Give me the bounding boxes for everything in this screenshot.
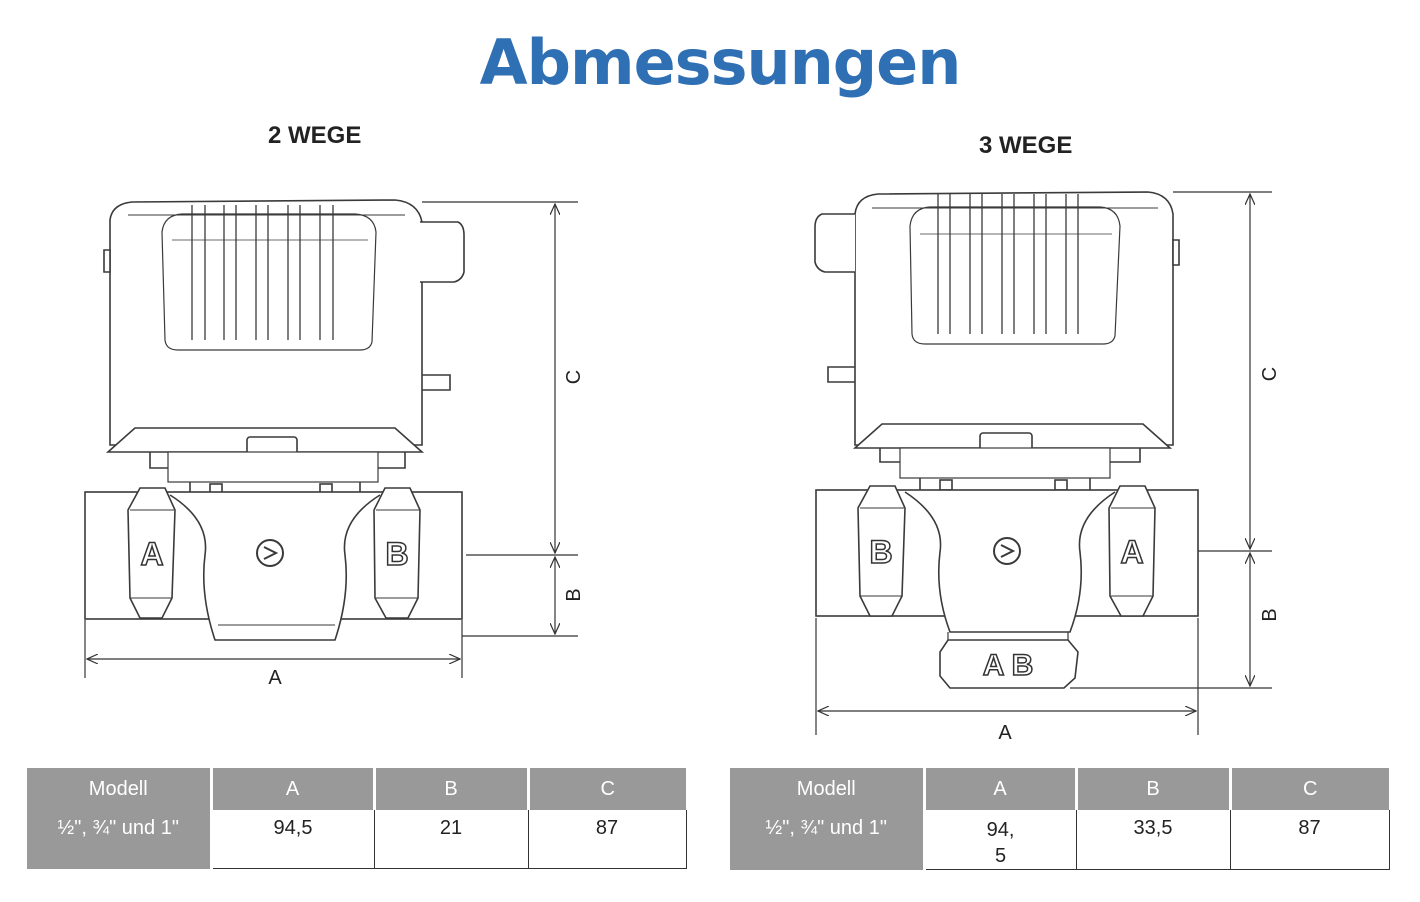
valve-2-way-drawing	[84, 199, 465, 641]
table-cell-model: ½", ¾" und 1"	[730, 810, 926, 870]
left-dim-c-label: C	[563, 370, 585, 384]
right-dimension-table: Modell A B C ½", ¾" und 1" 94, 5 33,5 87	[730, 768, 1390, 870]
right-port-a-label: A	[1120, 534, 1143, 570]
column-header: B	[1076, 768, 1232, 810]
table-cell-c: 87	[1230, 810, 1390, 870]
table-cell-a: 94,5	[211, 810, 375, 869]
left-dimension-table: Modell A B C ½", ¾" und 1" 94,5 21 87	[27, 768, 687, 869]
column-header: Modell	[27, 768, 213, 810]
left-dimension-lines	[84, 201, 578, 678]
left-port-a-label: A	[140, 536, 163, 572]
right-subtitle: 3 WEGE	[979, 132, 1073, 159]
left-dim-a-label: A	[268, 667, 282, 689]
right-dimension-lines	[815, 191, 1272, 735]
table-cell-model: ½", ¾" und 1"	[27, 810, 213, 869]
page-title: Abmessungen	[479, 26, 962, 99]
right-port-ab-label: A B	[983, 649, 1034, 682]
column-header: A	[924, 768, 1078, 810]
table-header-row: Modell A B C	[730, 768, 1389, 810]
left-dim-b-label: B	[563, 588, 585, 601]
table-row: ½", ¾" und 1" 94,5 21 87	[27, 810, 687, 869]
left-port-b-label: B	[385, 536, 408, 572]
left-subtitle: 2 WEGE	[268, 122, 362, 149]
table-cell-b: 21	[374, 810, 529, 869]
column-header: C	[1230, 768, 1389, 810]
right-port-b-label: B	[869, 534, 892, 570]
column-header: C	[528, 768, 686, 810]
column-header: A	[211, 768, 376, 810]
column-header: Modell	[730, 768, 926, 810]
table-cell-b: 33,5	[1076, 810, 1231, 870]
right-dim-b-label: B	[1259, 608, 1281, 621]
table-header-row: Modell A B C	[27, 768, 686, 810]
right-dim-c-label: C	[1259, 367, 1281, 381]
column-header: B	[374, 768, 530, 810]
valve-3-way-drawing	[814, 191, 1199, 689]
table-cell-c: 87	[528, 810, 687, 869]
right-dim-a-label: A	[998, 722, 1012, 744]
table-row: ½", ¾" und 1" 94, 5 33,5 87	[730, 810, 1390, 870]
table-cell-a: 94, 5	[924, 810, 1077, 870]
